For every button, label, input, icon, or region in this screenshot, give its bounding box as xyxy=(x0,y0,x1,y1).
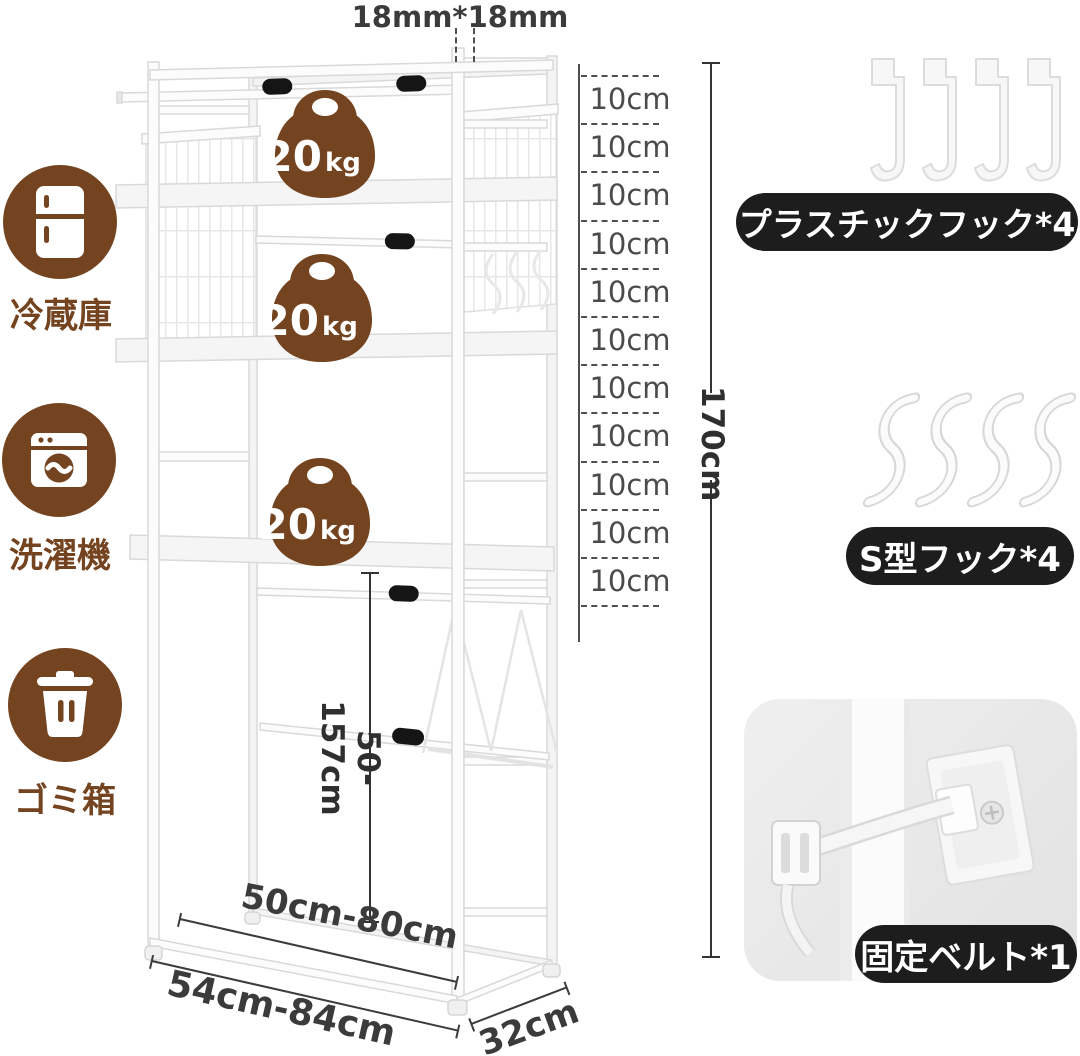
refrigerator-label: 冷蔵庫 xyxy=(10,296,112,336)
lock-clamps xyxy=(262,75,427,746)
segment-label: 10cm xyxy=(589,227,671,261)
segment-label: 10cm xyxy=(589,130,671,164)
washing-machine-icon xyxy=(31,433,87,487)
plastic-hooks-pill: プラスチックフック*4 xyxy=(736,193,1078,251)
svg-text:20: 20 xyxy=(264,132,322,181)
inner-height-line xyxy=(369,572,371,923)
svg-text:20: 20 xyxy=(259,500,317,549)
load-capacity-badge: 20 kg xyxy=(264,90,376,198)
refrigerator-badge xyxy=(3,165,117,279)
s-hooks-image xyxy=(862,392,1077,508)
segment-label: 10cm xyxy=(589,516,671,550)
svg-text:kg: kg xyxy=(320,516,356,546)
segment-label: 10cm xyxy=(589,564,671,598)
trash-bin-badge xyxy=(8,648,122,762)
trash-bin-icon xyxy=(37,671,93,737)
segment-label: 10cm xyxy=(589,275,671,309)
washing-machine-badge xyxy=(2,403,116,517)
fixing-belt-pill: 固定ベルト*1 xyxy=(855,925,1077,983)
plastic-hooks-image xyxy=(870,58,1061,182)
load-capacity-badge: 20 kg xyxy=(261,254,373,362)
svg-text:kg: kg xyxy=(325,148,361,178)
trash-bin-label: ゴミ箱 xyxy=(14,781,116,821)
segment-label: 10cm xyxy=(589,82,671,116)
tube-size-pointer xyxy=(455,28,457,62)
hanging-hooks xyxy=(484,249,550,315)
washing-machine-label: 洗濯機 xyxy=(9,536,111,576)
front-right-post xyxy=(451,47,465,1003)
tube-size-pointer xyxy=(473,28,475,62)
segment-label: 10cm xyxy=(589,178,671,212)
s-hooks-pill: S型フック*4 xyxy=(846,527,1074,585)
refrigerator-icon xyxy=(36,186,84,258)
inner-height-label: 50-157cm xyxy=(314,700,386,816)
belt-buckle xyxy=(771,820,821,886)
cross-braces xyxy=(421,606,559,754)
load-capacity-badge: 20 kg xyxy=(259,458,371,566)
segment-scale-line xyxy=(578,64,580,642)
total-height-label: 170cm xyxy=(694,386,730,502)
tube-size-label: 18mm*18mm xyxy=(351,0,569,34)
segment-label: 10cm xyxy=(589,468,671,502)
feet xyxy=(144,911,561,1016)
total-height-line xyxy=(710,62,712,393)
front-top-bar xyxy=(149,59,554,81)
wall-plate xyxy=(925,744,1035,886)
svg-text:kg: kg xyxy=(322,312,358,342)
total-height-line xyxy=(710,480,712,957)
fixing-belt-photo xyxy=(744,699,1077,981)
segment-label: 10cm xyxy=(589,323,671,357)
segment-label: 10cm xyxy=(589,371,671,405)
front-left-post xyxy=(147,61,160,949)
segment-label: 10cm xyxy=(589,419,671,453)
svg-text:20: 20 xyxy=(261,296,319,345)
